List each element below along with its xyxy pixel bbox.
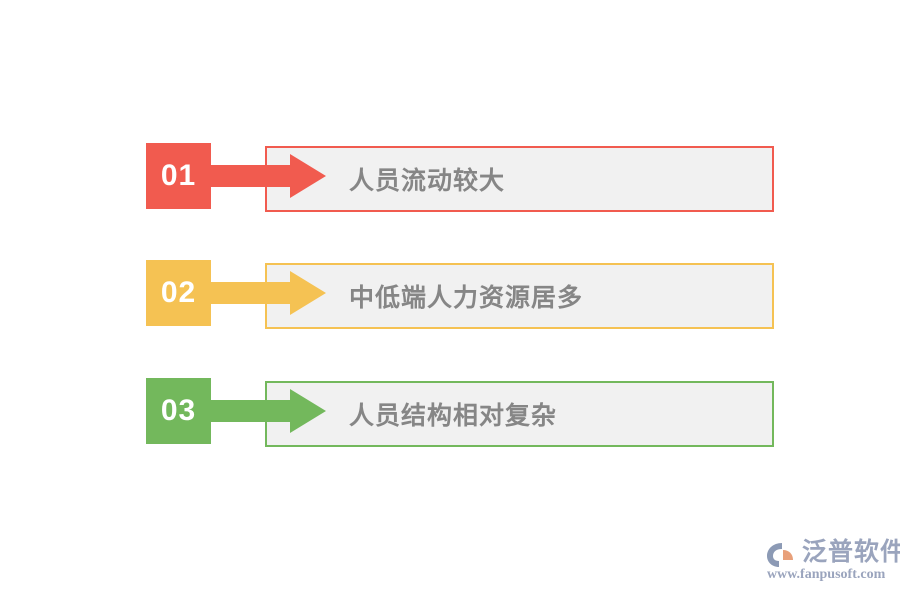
content-panel: 人员流动较大 [265,146,774,212]
number-badge: 03 [146,378,211,444]
watermark-brand-name: 泛普软件 [802,538,900,566]
list-item: 中低端人力资源居多 02 [146,260,774,332]
content-panel: 人员结构相对复杂 [265,381,774,447]
watermark: 泛普软件 www.fanpusoft.com [766,537,900,587]
list-item: 人员流动较大 01 [146,143,774,215]
list-item: 人员结构相对复杂 03 [146,378,774,450]
number-badge-label: 02 [160,276,197,309]
content-panel: 中低端人力资源居多 [265,263,774,329]
arrow-icon [210,154,326,198]
fanpusoft-logo-icon [766,541,800,569]
arrow-icon [210,271,326,315]
panel-label: 中低端人力资源居多 [349,284,584,312]
watermark-url: www.fanpusoft.com [767,567,886,582]
number-badge: 01 [146,143,211,209]
number-badge-label: 03 [160,394,197,427]
panel-label: 人员流动较大 [349,167,506,195]
arrow-icon [210,389,326,433]
number-badge-label: 01 [160,159,197,192]
number-badge: 02 [146,260,211,326]
panel-label: 人员结构相对复杂 [349,402,558,430]
